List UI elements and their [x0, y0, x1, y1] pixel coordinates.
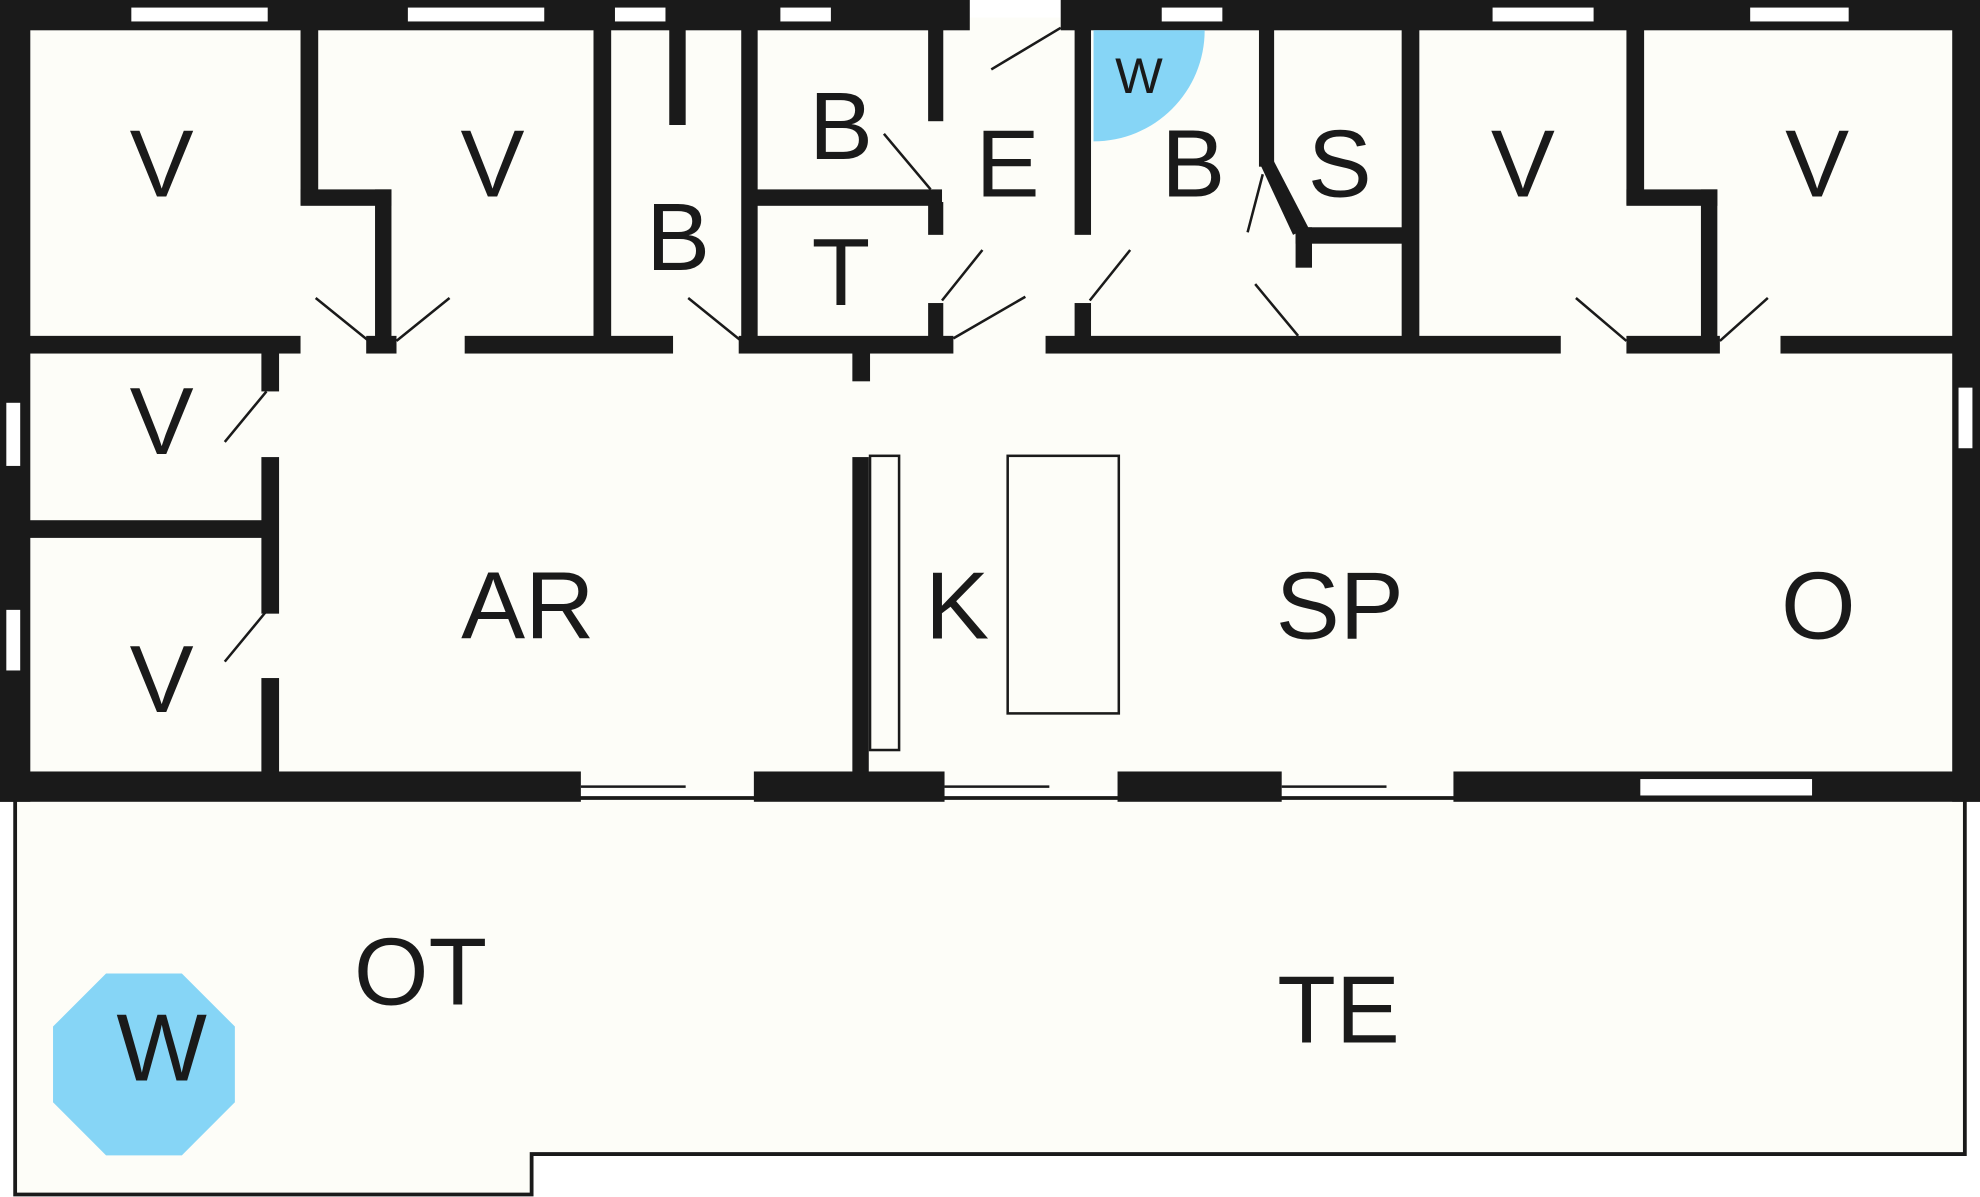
room-label-v5: V	[130, 368, 194, 475]
room-label-v6: V	[130, 626, 194, 733]
kitchen-counter	[868, 454, 901, 752]
room-label-w-large: W	[116, 995, 207, 1102]
terrace-floor	[13, 796, 1967, 1197]
interior-walls	[17, 17, 1963, 775]
door-swings	[223, 26, 1769, 663]
room-label-t: T	[812, 219, 871, 326]
room-labels: V V B B T E B S V V V V AR K SP O OT TE …	[116, 47, 1855, 1101]
room-label-b1: B	[646, 184, 710, 291]
room-label-v4: V	[1785, 111, 1849, 218]
sliding-doors	[580, 785, 1454, 800]
room-label-ar: AR	[461, 553, 594, 660]
room-label-v3: V	[1491, 111, 1555, 218]
kitchen-island	[1006, 454, 1121, 715]
room-label-v2: V	[460, 111, 524, 218]
windows	[6, 7, 1973, 796]
room-label-sp: SP	[1276, 553, 1404, 660]
room-label-b2: B	[809, 73, 873, 180]
room-label-w-small: W	[1115, 47, 1163, 104]
octagon-marker-icon	[53, 973, 235, 1156]
room-label-b3: B	[1161, 111, 1225, 218]
quarter-circle-marker-icon	[1093, 30, 1205, 142]
room-label-s: S	[1308, 111, 1372, 218]
room-label-te: TE	[1277, 957, 1400, 1064]
room-label-e: E	[976, 111, 1040, 218]
room-label-v1: V	[130, 111, 194, 218]
room-label-o: O	[1781, 553, 1856, 660]
room-label-k: K	[925, 553, 989, 660]
kitchen-fixtures	[868, 454, 1121, 752]
room-label-ot: OT	[354, 919, 487, 1026]
